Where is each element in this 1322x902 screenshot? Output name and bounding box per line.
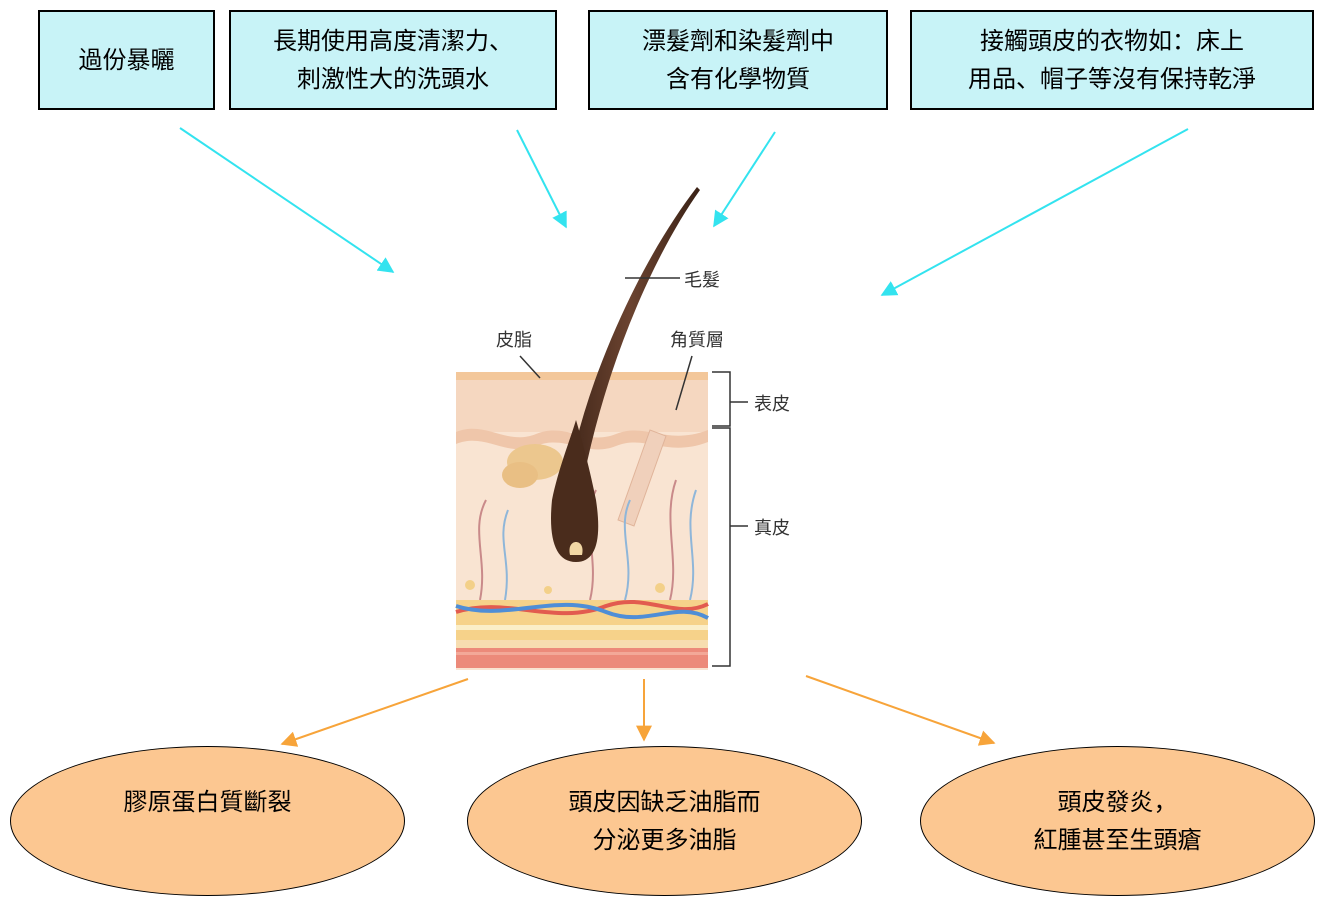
- effect-text-line: 分泌更多油脂: [593, 821, 737, 859]
- effect-text-line: 頭皮因缺乏油脂而: [569, 783, 761, 821]
- label-sebum: 皮脂: [496, 326, 532, 352]
- cause-arrow: [714, 132, 775, 226]
- effect-arrow: [806, 676, 994, 743]
- label-stratum-corneum: 角質層: [670, 326, 724, 352]
- label-epidermis: 表皮: [754, 390, 790, 416]
- cause-arrow: [882, 129, 1188, 295]
- label-hair: 毛髮: [684, 266, 720, 292]
- effect-ellipse-scalp-inflammation: 頭皮發炎， 紅腫甚至生頭瘡: [920, 746, 1315, 896]
- cause-arrow: [180, 128, 393, 272]
- cause-arrow: [517, 130, 566, 227]
- skin-cross-section-illustration: [456, 187, 748, 670]
- effect-text-line: 紅腫甚至生頭瘡: [1034, 821, 1202, 859]
- effect-text-line: 膠原蛋白質斷裂: [124, 783, 292, 821]
- effect-text-line: 頭皮發炎，: [1058, 783, 1178, 821]
- effect-arrow: [282, 679, 468, 744]
- label-dermis: 真皮: [754, 514, 790, 540]
- effect-ellipse-oil-overproduction: 頭皮因缺乏油脂而 分泌更多油脂: [467, 746, 862, 896]
- effect-ellipse-collagen-breakdown: 膠原蛋白質斷裂: [10, 746, 405, 896]
